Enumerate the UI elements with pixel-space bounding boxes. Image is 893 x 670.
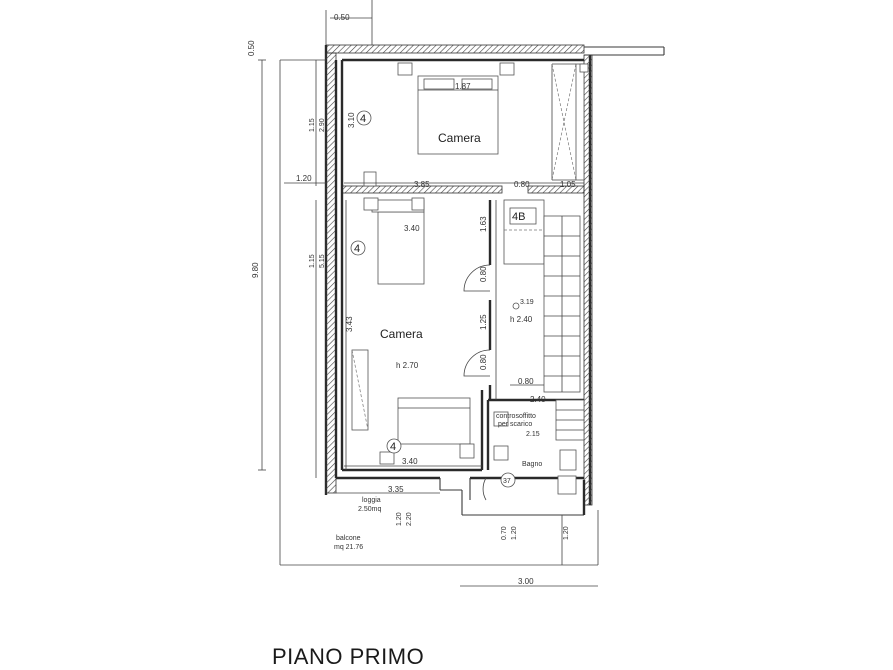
controsoffitto-value: 2.15 [526, 431, 540, 438]
dim-top-050: 0.50 [334, 13, 350, 22]
dim-bottom-240: 2.40 [530, 395, 546, 404]
dim-side-163: 1.63 [479, 216, 488, 232]
floor-title: PIANO PRIMO [272, 644, 425, 669]
room-camera-main-tag-upper: 4 [354, 243, 360, 255]
dim-side-080b: 0.80 [479, 354, 488, 370]
dim-wall-310: 3.10 [347, 112, 356, 128]
bathroom-fixtures [482, 411, 577, 501]
dim-top-room-left-a: 1.15 [309, 118, 316, 132]
dim-total-height: 9.80 [251, 262, 260, 278]
room-camera-top-label: Camera [438, 131, 481, 145]
dim-bottom-080: 0.80 [518, 377, 534, 386]
loggia-area: 2.50mq [358, 506, 381, 513]
balcone-label: balcone [336, 535, 361, 542]
room-camera-top-tag: 4 [360, 113, 366, 125]
stair-height: h 2.40 [510, 315, 533, 324]
balcone-area: mq 21.76 [334, 544, 363, 551]
room-bagno-label: Bagno [522, 461, 542, 468]
main-bedroom-furniture [351, 197, 491, 465]
dim-door-120: 1.20 [511, 526, 518, 540]
room-camera-main-height: h 2.70 [396, 361, 419, 370]
top-bedroom-furniture [363, 62, 589, 187]
dimension-lines [258, 17, 598, 587]
room-bagno-tag: 37 [503, 478, 511, 485]
stair-tag: 4B [512, 211, 525, 223]
dim-win-120: 1.20 [396, 512, 403, 526]
room-camera-main-label: Camera [380, 327, 423, 341]
dim-bottom-room: 3.40 [402, 457, 418, 466]
dim-bottom-300: 3.00 [518, 577, 534, 586]
loggia-label: loggia [362, 497, 381, 504]
dim-top-105: 1.05 [560, 180, 576, 189]
dim-left-343: 3.43 [345, 316, 354, 332]
dim-right-120: 1.20 [563, 526, 570, 540]
controsoffitto-line1: controsoffitto [496, 413, 536, 420]
controsoffitto-line2: per scarico [498, 421, 532, 428]
dim-door-070: 0.70 [501, 526, 508, 540]
dim-left-050: 0.50 [247, 40, 256, 56]
stair-value: 3.19 [520, 299, 534, 306]
exterior-walls [279, 0, 665, 566]
dim-win-220: 2.20 [406, 512, 413, 526]
room-camera-main-tag-lower: 4 [390, 441, 396, 453]
dim-top-room-width: 3.85 [414, 180, 430, 189]
dim-left-120: 1.20 [296, 174, 312, 183]
dim-side-125: 1.25 [479, 314, 488, 330]
dim-mid-a: 1.15 [309, 254, 316, 268]
dim-mid-b: 5.15 [319, 254, 326, 268]
dim-door-080: 0.80 [479, 266, 488, 282]
dim-top-080: 0.80 [514, 180, 530, 189]
dim-bed-mid: 3.40 [404, 224, 420, 233]
dim-top-room-left-b: 2.90 [319, 118, 326, 132]
dim-bed-top: 1.87 [455, 82, 471, 91]
dim-bottom-335: 3.35 [388, 485, 404, 494]
